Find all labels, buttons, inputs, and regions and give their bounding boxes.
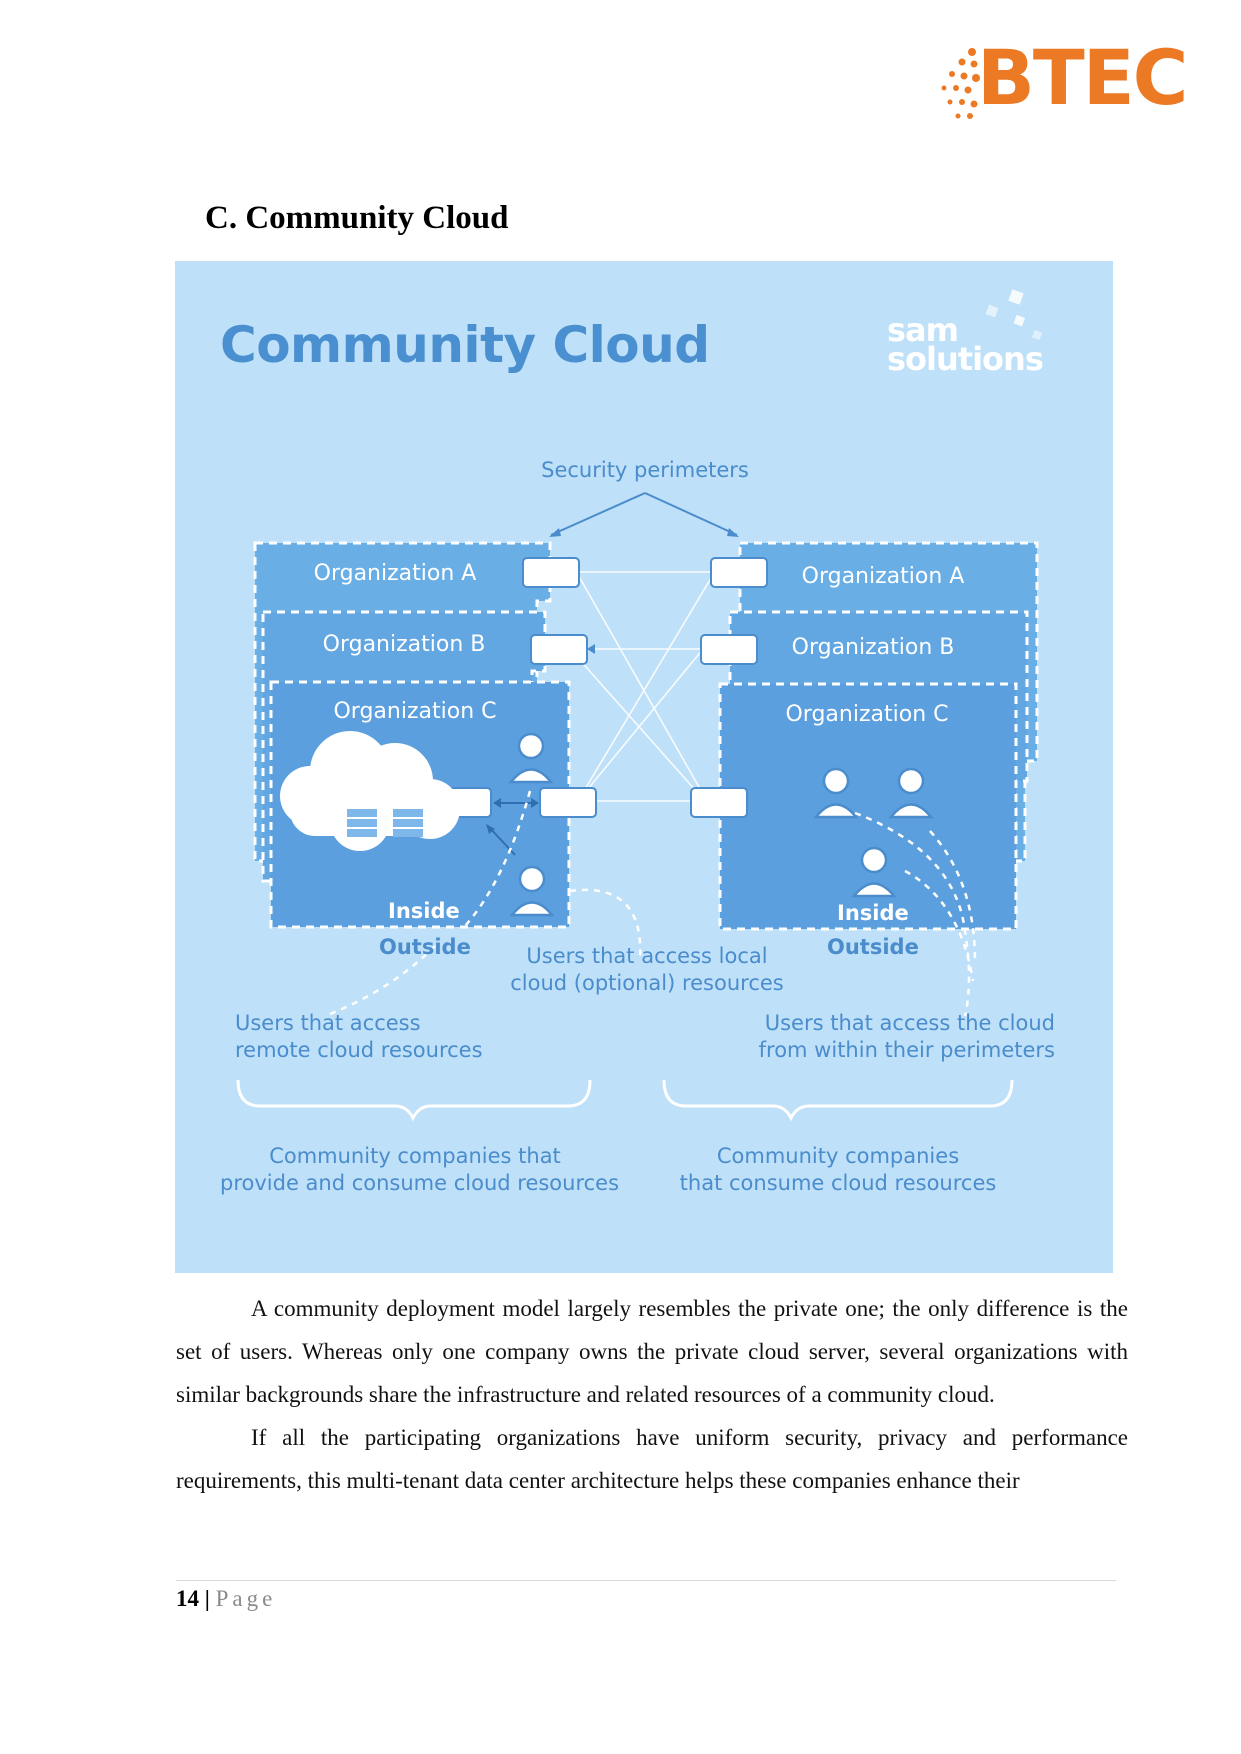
page-separator: | (204, 1586, 210, 1611)
user-icon (508, 732, 934, 917)
figure-title: Community Cloud (220, 316, 710, 374)
left-org-a-label: Organization A (313, 561, 477, 586)
right-org-c-gateway (690, 787, 748, 818)
paragraph: If all the participating organizations h… (176, 1425, 1128, 1493)
body-text: A community deployment model largely res… (176, 1287, 1128, 1502)
security-perimeters-label: Security perimeters (541, 458, 749, 482)
section-heading: C. Community Cloud (205, 200, 509, 236)
btec-logo: BTEC (977, 33, 1188, 122)
btec-logo-dots (941, 48, 980, 119)
right-org-a-gateway (710, 557, 768, 588)
right-org-c-label: Organization C (785, 702, 949, 727)
left-org-b-label: Organization B (322, 632, 486, 657)
left-org-c-gateway (539, 787, 597, 818)
page-number: 14 (176, 1586, 199, 1611)
left-outside-label: Outside (379, 935, 471, 959)
community-cloud-figure: Community Cloud sam solutions Security p… (175, 261, 1113, 1273)
users-local-label: Users that access local cloud (optional)… (510, 944, 784, 995)
users-remote-label: Users that access remote cloud resources (235, 1011, 483, 1062)
left-org-a-gateway (522, 557, 580, 588)
right-inside-label: Inside (837, 901, 909, 925)
right-org-b-gateway (700, 634, 758, 665)
left-org-c-label: Organization C (333, 699, 497, 724)
page-footer: 14 | Page (176, 1586, 276, 1612)
right-org-b-label: Organization B (791, 635, 955, 660)
right-outside-label: Outside (827, 935, 919, 959)
brand-line-2: solutions (887, 340, 1044, 378)
left-inside-label: Inside (388, 899, 460, 923)
paragraph: A community deployment model largely res… (176, 1296, 1128, 1407)
footer-divider (176, 1580, 1116, 1581)
right-group-caption: Community companies that consume cloud r… (679, 1144, 997, 1195)
page-label: Page (215, 1586, 277, 1611)
right-org-a-label: Organization A (801, 564, 965, 589)
diagram-graphics (236, 289, 1043, 1122)
brand-line-1: sam (887, 311, 959, 349)
left-org-b-gateway (530, 634, 588, 665)
sam-solutions-logo: sam solutions (887, 311, 1077, 378)
server-icon (347, 809, 423, 837)
left-group-caption: Community companies that provide and con… (220, 1144, 620, 1195)
users-within-label: Users that access the cloud from within … (758, 1011, 1055, 1062)
